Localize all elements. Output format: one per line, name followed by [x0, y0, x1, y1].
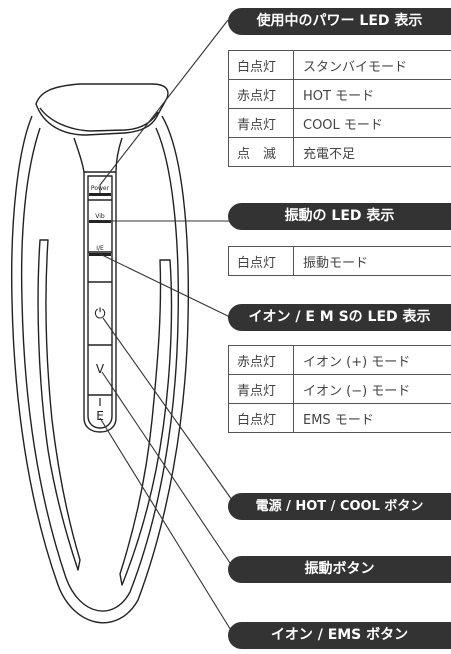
led-state: 点 滅: [228, 137, 294, 167]
led-meaning: HOT モード: [293, 79, 451, 109]
ie-label: I/E: [96, 245, 104, 252]
led-state: 白点灯: [228, 50, 294, 80]
leader-ion-led: [99, 253, 233, 319]
vib-led-table: 白点灯振動モード: [228, 246, 451, 276]
table-row: 赤点灯イオン (+) モード: [228, 345, 451, 375]
vib-button-icon[interactable]: V: [96, 362, 105, 376]
ion-led-title: イオン / E M Sの LED 表示: [228, 304, 451, 331]
led-meaning: 充電不足: [293, 137, 451, 167]
led-state: 青点灯: [228, 108, 294, 138]
ion-button-icon[interactable]: E: [96, 409, 104, 423]
leader-power-button: [102, 317, 233, 501]
led-state: 白点灯: [228, 246, 294, 276]
device-head: [35, 83, 169, 136]
power-button-title: 電源 / HOT / COOL ボタン: [228, 493, 451, 520]
button-strip: [83, 171, 117, 433]
leader-ion-button: [99, 417, 233, 633]
power-button-icon[interactable]: ⏻: [94, 306, 105, 322]
led-state: 赤点灯: [228, 345, 294, 375]
led-meaning: COOL モード: [293, 108, 451, 138]
led-meaning: EMS モード: [293, 403, 451, 433]
led-meaning: イオン (+) モード: [293, 345, 451, 375]
led-state: 赤点灯: [228, 79, 294, 109]
vib-button-title: 振動ボタン: [228, 556, 451, 583]
led-meaning: 振動モード: [293, 246, 451, 276]
table-row: 白点灯スタンバイモード: [228, 50, 451, 80]
led-meaning: イオン (−) モード: [293, 374, 451, 404]
led-meaning: スタンバイモード: [293, 50, 451, 80]
table-row: 白点灯振動モード: [228, 246, 451, 276]
vib-label: Vib: [95, 213, 105, 220]
table-row: 青点灯イオン (−) モード: [228, 374, 451, 404]
power-led-title: 使用中のパワー LED 表示: [228, 8, 451, 35]
led-state: 白点灯: [228, 403, 294, 433]
leader-vib-button: [101, 371, 233, 567]
table-row: 点 滅充電不足: [228, 137, 451, 167]
power-led: [89, 193, 111, 196]
vib-led-title: 振動の LED 表示: [228, 203, 451, 230]
device-body-outline: [11, 115, 189, 624]
led-state: 青点灯: [228, 374, 294, 404]
ion-button-title: イオン / EMS ボタン: [228, 622, 451, 649]
leader-power-led: [99, 19, 229, 193]
